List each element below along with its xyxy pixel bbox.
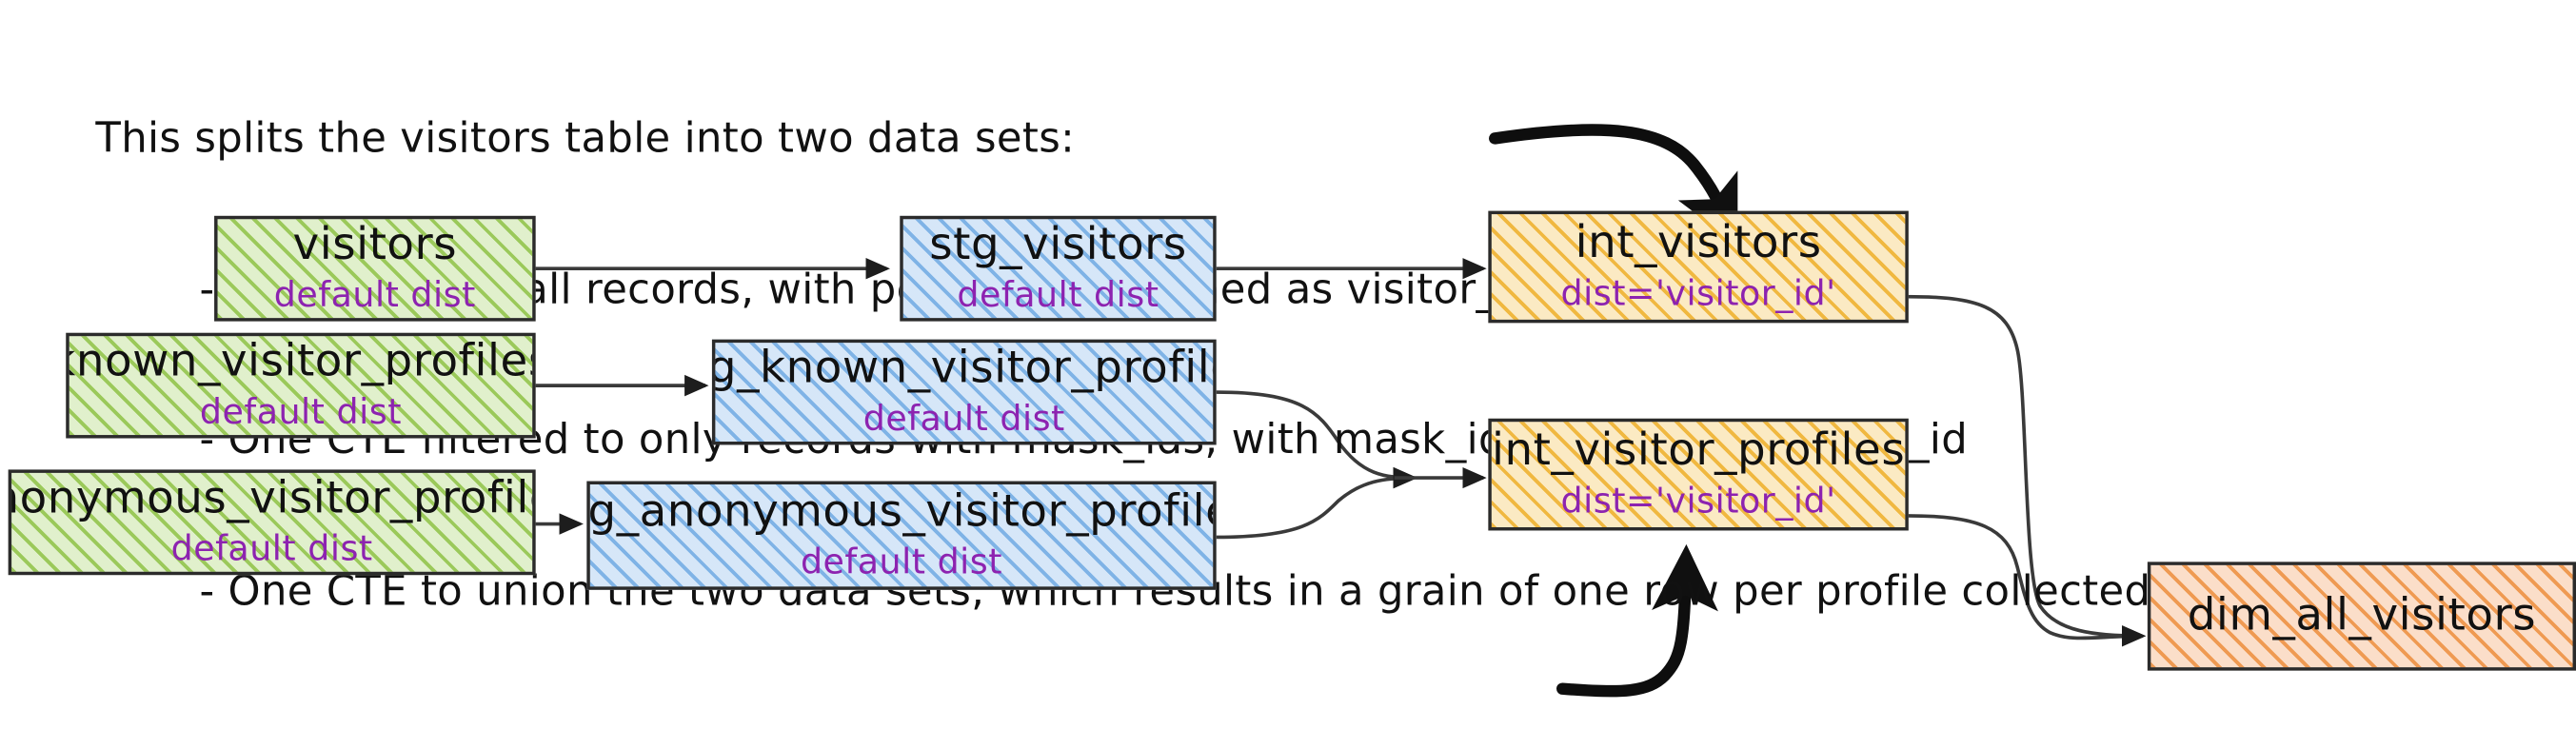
- node-int-visitor-profiles[interactable]: int_visitor_profiles dist='visitor_id': [1488, 418, 1909, 531]
- node-title: int_visitors: [1575, 218, 1822, 269]
- node-stg-visitors[interactable]: stg_visitors default dist: [900, 215, 1217, 322]
- node-dist-style: default dist: [273, 274, 476, 315]
- node-title: int_visitor_profiles: [1491, 425, 1906, 477]
- node-anonymous-visitor-profiles[interactable]: anonymous_visitor_profiles default dist: [8, 469, 536, 576]
- node-int-visitors[interactable]: int_visitors dist='visitor_id': [1488, 210, 1909, 324]
- node-known-visitor-profiles[interactable]: known_visitor_profiles default dist: [66, 332, 536, 439]
- node-dist-style: dist='visitor_id': [1560, 272, 1836, 313]
- node-stg-known-visitor-profiles[interactable]: stg_known_visitor_profiles default dist: [711, 339, 1217, 445]
- node-title: stg_anonymous_visitor_profiles: [586, 486, 1213, 538]
- node-title: dim_all_visitors: [2187, 589, 2537, 641]
- node-visitors[interactable]: visitors default dist: [214, 215, 536, 322]
- node-dist-style: default dist: [800, 541, 1003, 581]
- node-title: anonymous_visitor_profiles: [11, 473, 532, 525]
- node-title: known_visitor_profiles: [66, 336, 536, 388]
- node-dist-style: default dist: [199, 391, 403, 431]
- node-dist-style: default dist: [862, 398, 1065, 438]
- node-title: visitors: [292, 219, 458, 271]
- node-title: stg_known_visitor_profiles: [715, 343, 1213, 395]
- node-stg-anonymous-visitor-profiles[interactable]: stg_anonymous_visitor_profiles default d…: [586, 481, 1217, 590]
- node-dist-style: dist='visitor_id': [1560, 480, 1836, 521]
- note-top-line-1: This splits the visitors table into two …: [95, 113, 1076, 162]
- node-dist-style: default dist: [957, 274, 1159, 315]
- node-title: stg_visitors: [929, 219, 1187, 271]
- node-dim-all-visitors[interactable]: dim_all_visitors: [2147, 562, 2576, 671]
- node-dist-style: default dist: [170, 528, 373, 568]
